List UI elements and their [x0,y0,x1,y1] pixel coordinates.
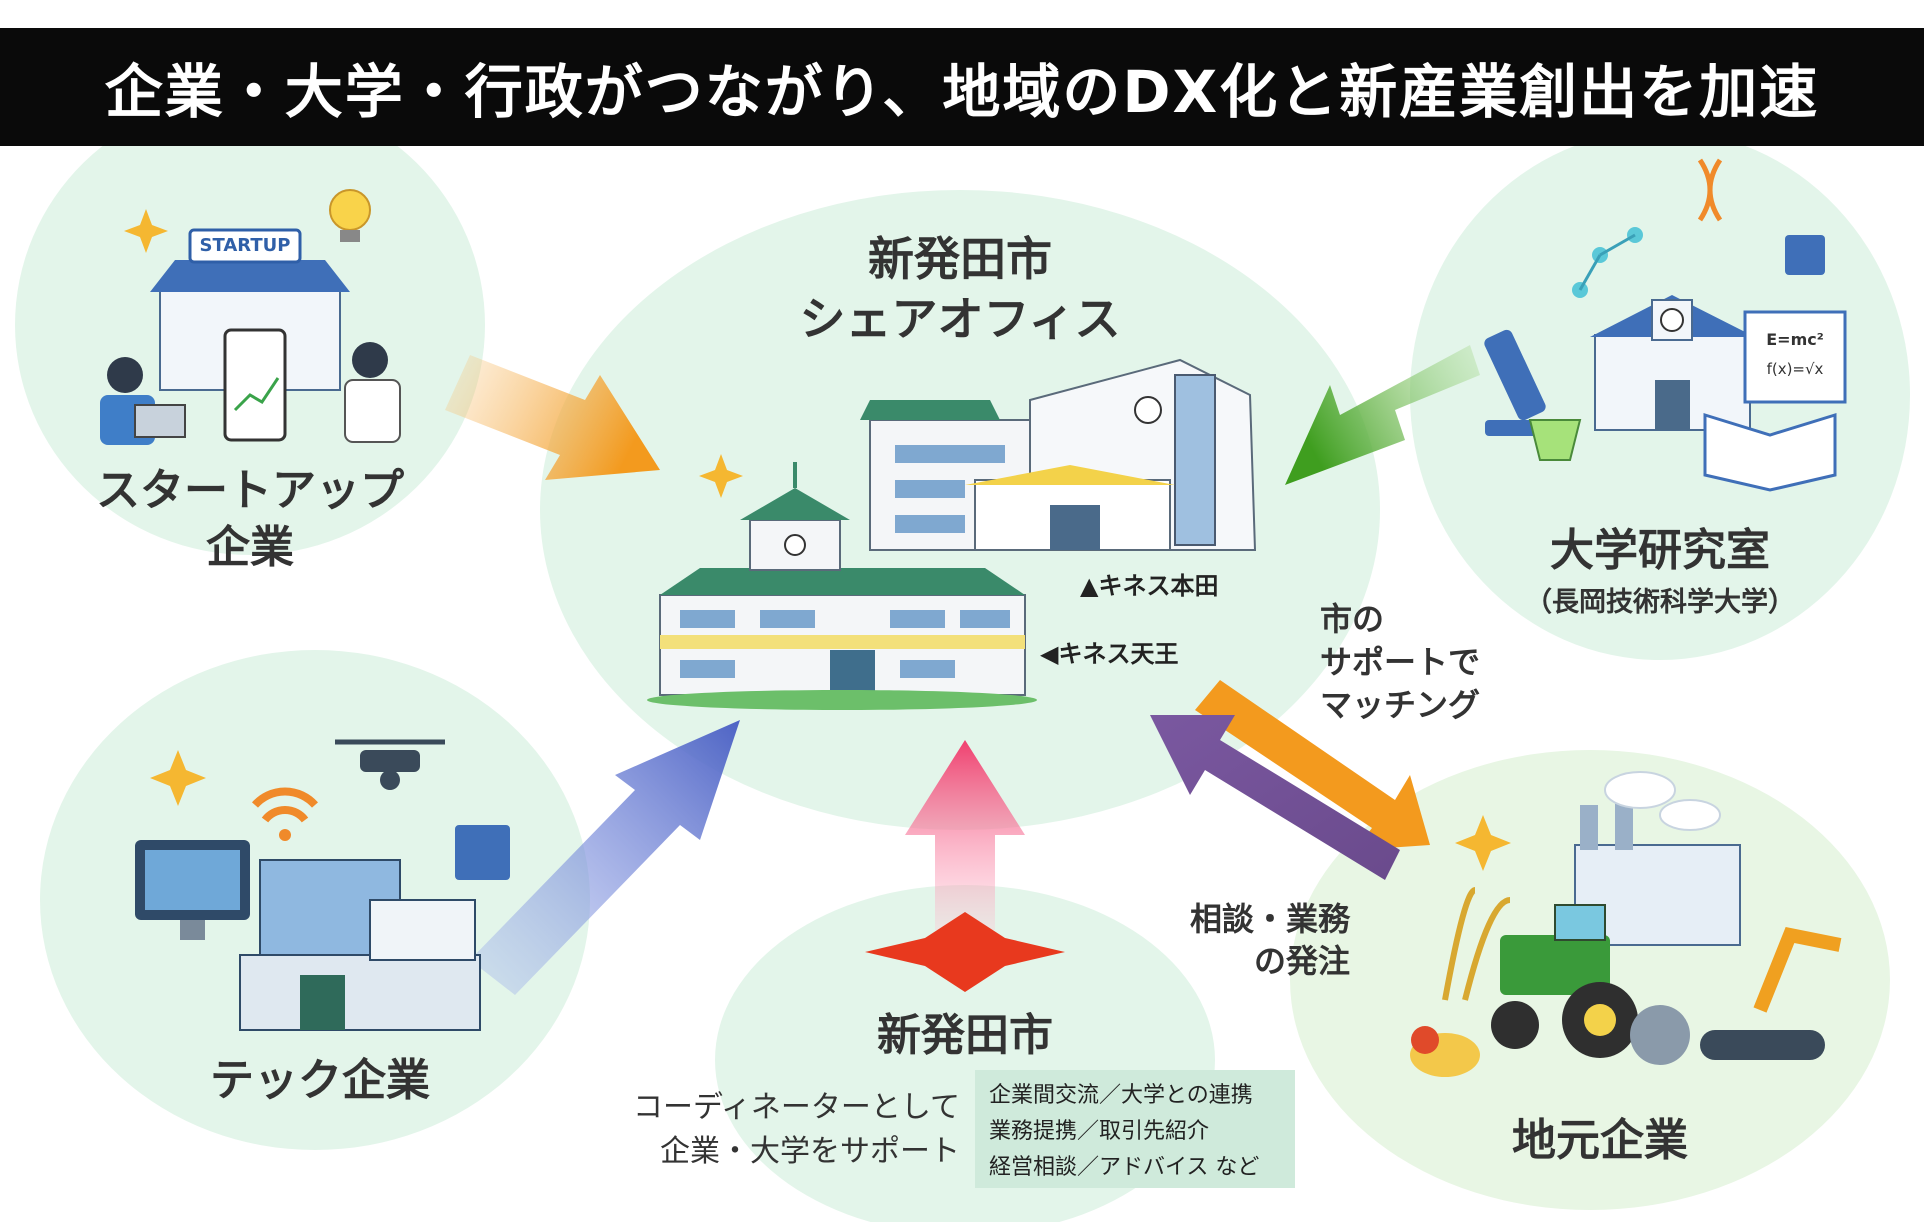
city-coordinator-line2: 企業・大学をサポート [660,1134,960,1169]
startup-label-line2: 企業 [206,522,294,573]
local-label: 地元企業 [1512,1115,1688,1166]
matching-text-line3: マッチング [1320,686,1481,724]
title-banner: 企業・大学・行政がつながり、地域のDX化と新産業創出を加速 [0,28,1924,146]
page-title: 企業・大学・行政がつながり、地域のDX化と新産業創出を加速 [104,58,1820,126]
arrow-tech-to-center [470,720,740,995]
building-honda-icon [860,358,1257,551]
center-label-line2: シェアオフィス [799,292,1121,346]
university-sub-label: （長岡技術科学大学） [1525,587,1795,618]
consult-text-line2: の発注 [1253,942,1350,980]
university-label: 大学研究室 [1550,525,1770,576]
building-label-tenno: ◀キネス天王 [1040,640,1179,668]
arrow-city-to-center [905,740,1025,930]
university-illustration-icon [1484,158,1847,492]
support-item: 企業間交流／大学との連携 [989,1083,1253,1108]
support-item: 経営相談／アドバイス など [989,1155,1260,1180]
tech-label: テック企業 [210,1055,430,1106]
city-support-box: 企業間交流／大学との連携 業務提携／取引先紹介 経営相談／アドバイス など [975,1070,1295,1188]
support-item: 業務提携／取引先紹介 [989,1119,1210,1144]
city-diamond [865,912,1065,992]
startup-label-line1: スタートアップ [96,465,404,516]
university-board-line1: E=mc² [1766,330,1824,349]
consult-text-line1: 相談・業務 [1189,900,1350,938]
tech-illustration-icon [135,739,510,1031]
city-coordinator-line1: コーディネーターとして [633,1090,960,1125]
building-label-honda: ▲キネス本田 [1080,572,1219,600]
matching-text-line2: サポートで [1320,643,1481,681]
arrow-center-to-local [1195,680,1430,850]
university-board-line2: f(x)=√x [1766,360,1824,378]
arrow-university-to-center [1285,345,1480,485]
startup-illustration-icon [100,189,401,445]
city-label: 新発田市 [877,1010,1053,1061]
arrow-startup-to-center [445,355,660,480]
matching-text-line1: 市の [1320,600,1385,638]
startup-sign-text: STARTUP [199,235,291,256]
building-tenno-icon [647,454,1037,710]
center-label-line1: 新発田市 [868,232,1052,286]
arrow-local-to-center [1150,715,1400,880]
local-industry-illustration-icon [1410,771,1842,1077]
